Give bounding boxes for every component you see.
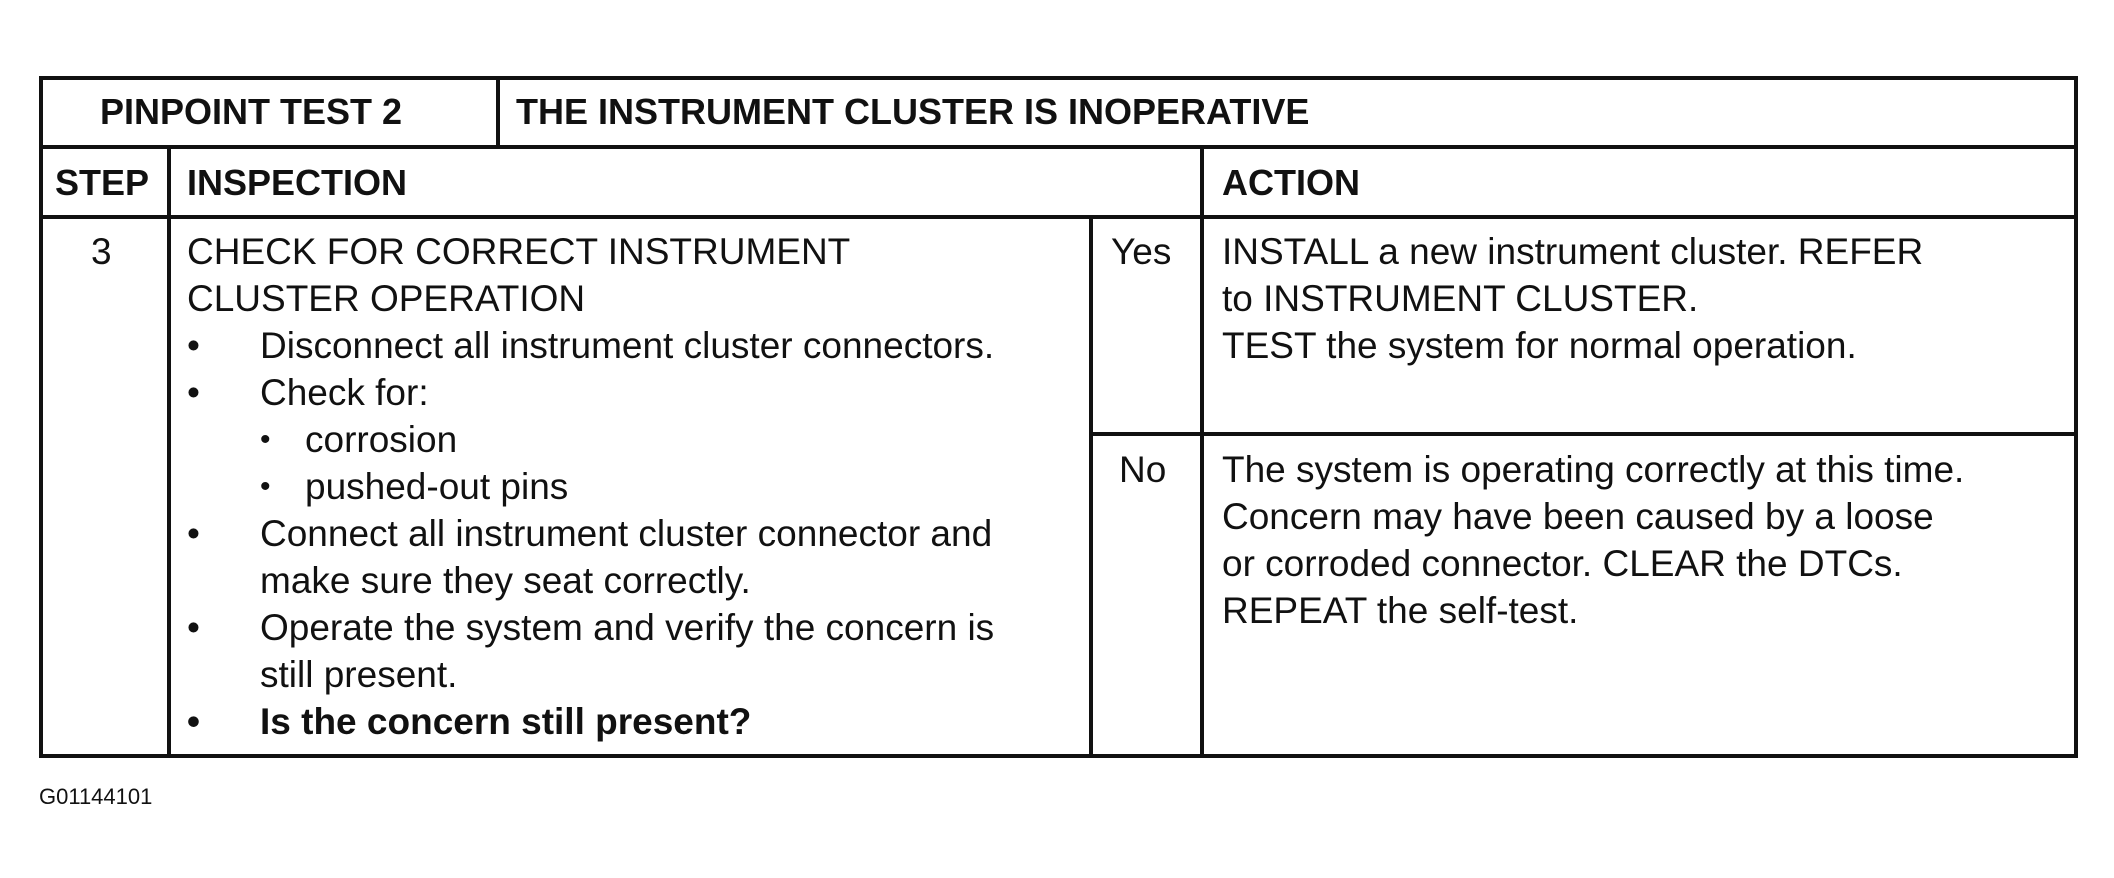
yes-no-divider <box>1089 432 2074 436</box>
question-item: Is the concern still present? <box>187 698 994 745</box>
yes-action: INSTALL a new instrument cluster. REFER … <box>1222 231 1924 366</box>
column-header-divider <box>43 215 2074 219</box>
list-item: Operate the system and verify the concer… <box>187 604 994 698</box>
step-number: 3 <box>91 231 112 272</box>
figure-id: G01144101 <box>39 784 153 809</box>
list-item: pushed-out pins <box>260 463 994 510</box>
check-for-sublist: corrosion pushed-out pins <box>260 416 994 510</box>
list-item: Disconnect all instrument cluster connec… <box>187 322 994 369</box>
list-item: corrosion <box>260 416 994 463</box>
step-title-line-2: CLUSTER OPERATION <box>187 278 586 319</box>
inspection-steps-continued: Connect all instrument cluster connector… <box>187 510 994 745</box>
action-column-header: ACTION <box>1222 162 1360 203</box>
list-item: Check for: <box>187 369 994 416</box>
yes-label: Yes <box>1111 231 1172 272</box>
inspection-steps: Disconnect all instrument cluster connec… <box>187 322 994 416</box>
pinpoint-test-table: PINPOINT TEST 2 THE INSTRUMENT CLUSTER I… <box>39 76 2078 758</box>
test-id: PINPOINT TEST 2 <box>100 91 403 132</box>
step-column-divider <box>167 145 171 754</box>
no-label: No <box>1119 449 1167 490</box>
list-item: Connect all instrument cluster connector… <box>187 510 994 604</box>
inspection-content: CHECK FOR CORRECT INSTRUMENT CLUSTER OPE… <box>187 228 994 745</box>
title-divider <box>496 80 500 145</box>
answer-action-divider <box>1200 145 1204 754</box>
header-row-divider <box>43 145 2074 149</box>
test-title: THE INSTRUMENT CLUSTER IS INOPERATIVE <box>516 91 1310 132</box>
inspection-column-header: INSPECTION <box>187 162 408 203</box>
step-title-line-1: CHECK FOR CORRECT INSTRUMENT <box>187 231 851 272</box>
step-column-header: STEP <box>55 162 150 203</box>
no-action: The system is operating correctly at thi… <box>1222 449 1965 631</box>
inspection-answer-divider <box>1089 219 1093 754</box>
